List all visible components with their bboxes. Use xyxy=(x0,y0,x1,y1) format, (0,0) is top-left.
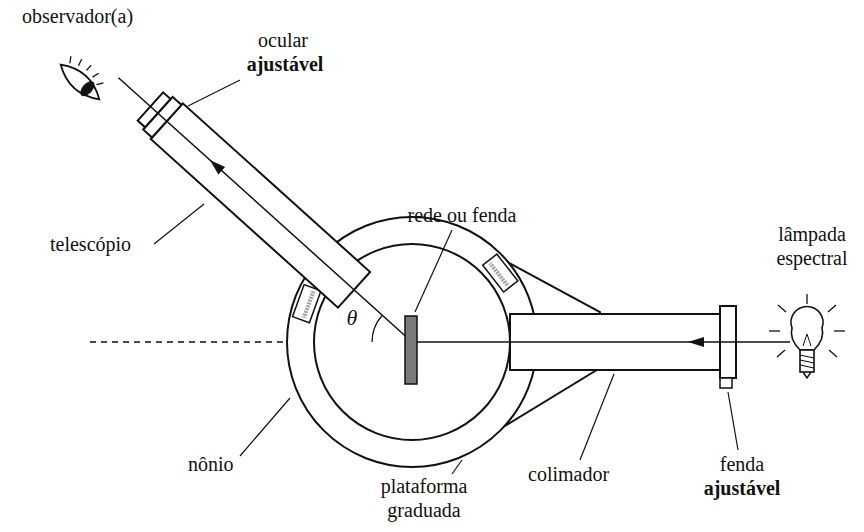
angle-arc xyxy=(372,315,382,342)
part-label: rede ou fenda xyxy=(408,203,517,227)
observer-eye xyxy=(55,50,113,106)
part-label: colimador xyxy=(528,462,609,486)
slit-screw xyxy=(720,378,732,388)
part-label: nônio xyxy=(188,452,234,476)
light-beam xyxy=(417,341,790,343)
grating xyxy=(405,316,417,384)
part-label: θ xyxy=(347,306,358,330)
part-label: plataforma graduada xyxy=(366,474,482,522)
part-label: fenda xyxy=(720,452,764,476)
leader-lines xyxy=(154,80,738,474)
vernier-scale xyxy=(483,254,518,292)
vernier-scale xyxy=(292,285,321,323)
part-label: ajustável xyxy=(247,52,324,76)
spectral-lamp xyxy=(769,294,845,378)
part-label: ajustável xyxy=(704,476,781,500)
beam-arrow xyxy=(688,337,704,347)
part-label: ocular xyxy=(258,28,308,52)
telescope xyxy=(102,60,428,360)
part-label: telescópio xyxy=(50,232,131,256)
part-label: observador(a) xyxy=(22,4,133,28)
part-label: lâmpada espectral xyxy=(764,222,860,270)
